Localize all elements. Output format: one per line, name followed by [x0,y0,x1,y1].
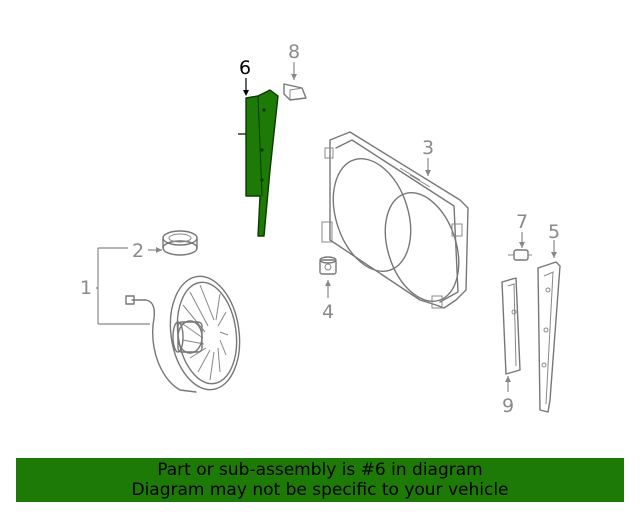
callout-9[interactable]: 9 [502,395,514,417]
info-banner: Part or sub-assembly is #6 in diagram Di… [16,458,624,502]
callout-2[interactable]: 2 [132,240,144,262]
callout-3[interactable]: 3 [422,137,434,159]
banner-line-2: Diagram may not be specific to your vehi… [131,480,509,500]
callout-1[interactable]: 1 [80,277,92,299]
clip [283,83,307,101]
callout-7[interactable]: 7 [516,211,528,233]
radiator-shroud [321,131,469,309]
banner-line-1: Part or sub-assembly is #6 in diagram [157,460,483,480]
callout-6[interactable]: 6 [239,57,251,79]
side-bracket-left [501,277,521,375]
air-deflector-part-6[interactable] [238,89,279,237]
motor-cap [162,230,198,256]
leader-lines [96,62,557,392]
side-bracket-right [537,261,561,413]
callout-5[interactable]: 5 [548,221,560,243]
fan-assembly [125,275,241,393]
callout-8[interactable]: 8 [288,41,300,63]
temperature-switch [508,249,532,261]
isolator [319,256,337,275]
callout-4[interactable]: 4 [322,301,334,323]
